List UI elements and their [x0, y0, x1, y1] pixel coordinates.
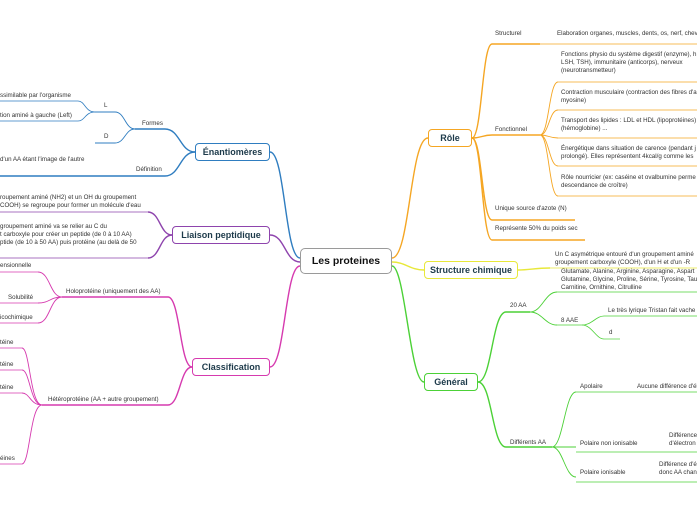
classification-hetero-label: Hétéroprotéine (AA + autre groupement): [48, 396, 159, 403]
role-fonction-item: Fonctions physio du système digestif (en…: [561, 51, 697, 74]
role-node[interactable]: Rôle: [428, 129, 472, 147]
general-aa-type-desc: Aucune différence d'él: [637, 383, 697, 390]
enantio-l-label: L: [104, 102, 108, 109]
role-title: Rôle: [440, 133, 460, 143]
structure-title: Structure chimique: [429, 265, 512, 275]
general-aa-type-label: Polaire non ionisable: [580, 440, 638, 447]
role-branch-links: [391, 43, 697, 259]
enantio-node[interactable]: Énantiomères: [195, 143, 270, 161]
classification-hetero-item: éines: [0, 455, 15, 462]
enantio-l-text: tion aminé à gauche (Left): [0, 112, 72, 119]
general-8aae-mnemonic: Le très lyrique Tristan fait vache: [608, 307, 696, 314]
liaison-title: Liaison peptidique: [181, 230, 261, 240]
classification-title: Classification: [201, 362, 261, 372]
enantio-branch-links: [0, 100, 301, 259]
role-fonction-item: Contraction musculaire (contraction des …: [561, 89, 697, 104]
role-fonction-item: Énergétique dans situation de carence (p…: [561, 145, 696, 160]
role-structurel-label: Structurel: [495, 30, 522, 37]
enantio-formes-label: Formes: [142, 120, 163, 127]
role-poids-label: Représente 50% du poids sec: [495, 225, 578, 232]
role-fonctionnel-label: Fonctionnel: [495, 126, 527, 133]
general-aa-type-label: Polaire ionisable: [580, 469, 626, 476]
role-fonction-item: Transport des lipides : LDL et HDL (lipo…: [561, 117, 697, 132]
classification-holo-item: icochimique: [0, 314, 33, 321]
classification-hetero-item: téine: [0, 339, 14, 346]
role-fonction-item: Rôle nourricier (ex: caséine et ovalbumi…: [561, 174, 696, 189]
enantio-d-label: D: [104, 133, 109, 140]
general-8aae-label: 8 AAE: [561, 317, 579, 324]
structure-text: Un C asymétrique entouré d'un groupement…: [555, 251, 694, 266]
role-structurel-text: Elaboration organes, muscles, dents, os,…: [557, 30, 697, 37]
liaison-node[interactable]: Liaison peptidique: [172, 226, 270, 244]
classification-hetero-item: téine: [0, 384, 14, 391]
classification-holo-label: Holoprotéine (uniquement des AA): [66, 288, 161, 295]
classification-holo-item: ensionnelle: [0, 262, 32, 269]
general-differents-label: Différents AA: [510, 439, 546, 446]
enantio-definition-label: Définition: [136, 166, 162, 173]
general-aa-type-desc: Différence d'é donc AA chan: [659, 461, 697, 476]
general-branch-links: [391, 265, 697, 483]
liaison-text: roupement aminé (NH2) et un OH du groupe…: [0, 194, 141, 209]
general-aa-type-label: Apolaire: [580, 383, 603, 390]
classification-holo-item: Solubilité: [8, 294, 34, 301]
liaison-branch-links: [0, 211, 301, 263]
general-20aa-label: 20 AA: [510, 302, 527, 309]
classification-branch-links: [0, 265, 301, 465]
classification-hetero-item: téine: [0, 361, 14, 368]
root-label: Les proteines: [311, 255, 381, 267]
enantio-definition-text: d'un AA étant l'image de l'autre: [0, 156, 85, 163]
enantio-l-text: ssimilable par l'organisme: [0, 92, 71, 99]
general-aa-type-desc: Différence d'électron: [669, 432, 697, 447]
liaison-text: groupement aminé va se relier au C du t …: [0, 223, 137, 246]
role-azote-label: Unique source d'azote (N): [495, 205, 567, 212]
classification-node[interactable]: Classification: [192, 358, 270, 376]
general-8aae-d: d: [609, 329, 613, 336]
structure-node[interactable]: Structure chimique: [424, 261, 518, 279]
general-node[interactable]: Général: [424, 373, 478, 391]
structure-branch-links: [391, 261, 697, 271]
general-title: Général: [434, 377, 468, 387]
enantio-title: Énantiomères: [202, 147, 263, 157]
root-node[interactable]: Les proteines: [300, 248, 392, 274]
general-20aa-text: Glutamate, Alanine, Arginine, Asparagine…: [561, 268, 697, 291]
